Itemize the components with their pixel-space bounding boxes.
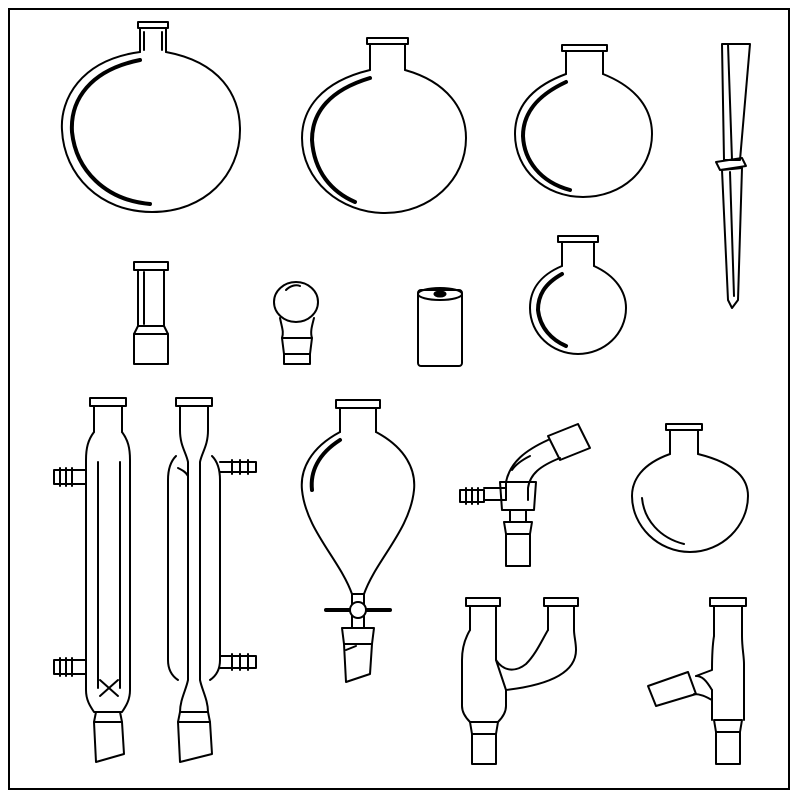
round-flask-right-icon: [631, 423, 749, 553]
rubber-sleeve-icon: [417, 287, 463, 367]
distillation-head-icon: [647, 597, 747, 765]
diagram-frame: [8, 8, 790, 790]
allihn-condenser-icon: [167, 397, 257, 763]
claisen-adapter-icon: [461, 597, 579, 765]
separatory-funnel-icon: [300, 399, 416, 683]
thermometer-adapter-tube-icon: [715, 43, 751, 309]
liebig-condenser-icon: [53, 397, 131, 763]
small-round-bottom-flask-icon: [529, 235, 627, 355]
medium-round-bottom-flask-icon: [514, 44, 653, 198]
vacuum-distillation-adapter-icon: [459, 423, 591, 567]
glass-adapter-icon: [133, 261, 169, 365]
round-bottom-flask-icon: [301, 37, 467, 214]
glass-stopper-icon: [273, 281, 319, 365]
large-round-bottom-flask-icon: [60, 21, 241, 213]
